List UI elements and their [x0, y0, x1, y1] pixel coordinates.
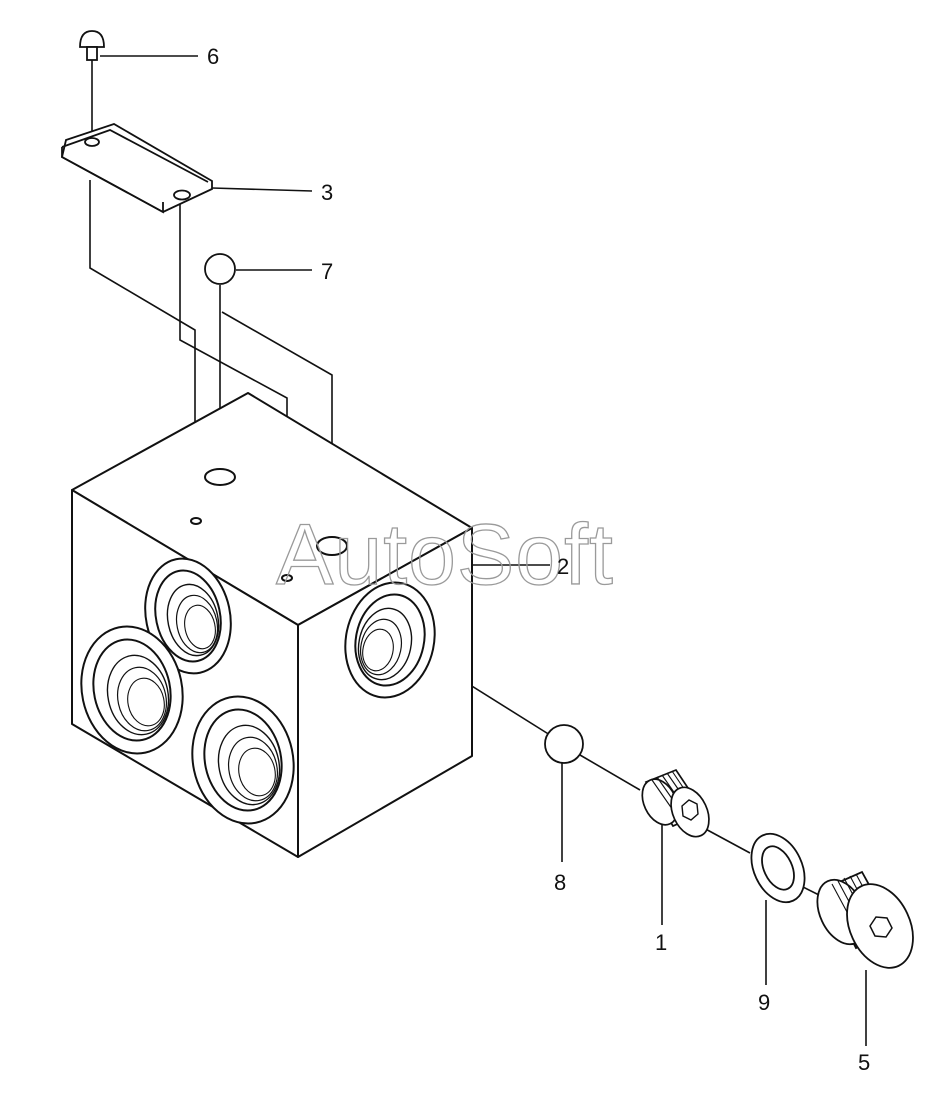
- pin-shank: [86, 46, 98, 61]
- small-plug-part: [641, 768, 710, 838]
- ball8-to-plug1-line: [579, 754, 641, 791]
- side-port: [344, 581, 436, 699]
- top-hole-small-right: [281, 574, 293, 582]
- pin-head: [79, 30, 105, 48]
- plug1-to-washer-line: [699, 825, 751, 854]
- leader-3: [211, 187, 313, 192]
- front-port-lower-right: [191, 695, 295, 825]
- plate-part: [60, 123, 213, 214]
- callout-2: 2: [557, 554, 569, 579]
- washer-part: [750, 832, 806, 904]
- callout-7: 7: [321, 259, 333, 284]
- callout-3: 3: [321, 180, 333, 205]
- plate-hole-left: [84, 137, 100, 147]
- ball-part-7: [204, 253, 236, 285]
- top-hole-small-left: [190, 517, 202, 525]
- ball-part-8: [544, 724, 584, 764]
- plate-hole-right: [173, 189, 191, 201]
- front-port-upper: [144, 557, 232, 675]
- callout-numbers: 6 3 7 2 8 1 9 5: [207, 44, 870, 1075]
- valve-block-part: [71, 392, 473, 858]
- callout-6: 6: [207, 44, 219, 69]
- callout-5: 5: [858, 1050, 870, 1075]
- front-port-lower-left: [80, 625, 184, 755]
- plate-top-edge: [61, 129, 209, 183]
- callout-leaders: [100, 55, 867, 1046]
- watermark-text: AutoSoft: [276, 507, 614, 603]
- callout-9: 9: [758, 990, 770, 1015]
- plug5-hex-socket: [869, 916, 893, 938]
- plate-edge: [61, 147, 164, 214]
- callout-1: 1: [655, 930, 667, 955]
- top-hole-large: [204, 468, 236, 486]
- plug1-hex-socket: [681, 799, 699, 821]
- pin-part: [79, 30, 105, 61]
- large-plug-part: [816, 870, 914, 969]
- callout-8: 8: [554, 870, 566, 895]
- top-hole-rear: [316, 536, 348, 556]
